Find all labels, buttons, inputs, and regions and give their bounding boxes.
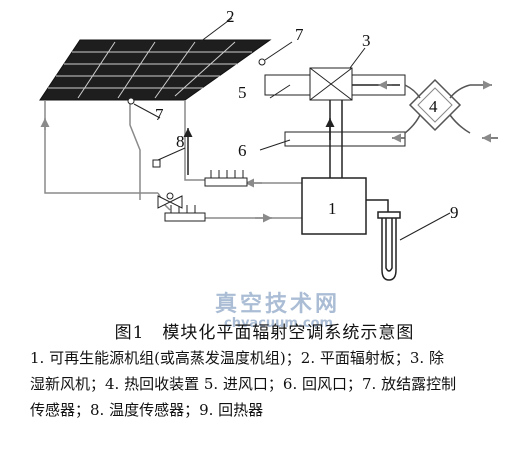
condensation-sensor-panel [127,97,161,119]
manifold-lower [164,205,206,222]
leader-3 [349,47,366,69]
label-4: 4 [429,97,438,116]
legend-line: 传感器；8. 温度传感器；9. 回热器 [30,401,264,419]
legend-line: 1. 可再生能源机组(或高蒸发温度机组)；2. 平面辐射板；3. 除 [30,349,444,367]
label-8: 8 [176,132,185,151]
figure-caption: 图1 模块化平面辐射空调系统示意图 [114,323,415,343]
label-2: 2 [226,7,235,26]
leader-5 [269,84,291,99]
reheater-coil [366,199,401,281]
condensation-sensor-top [258,41,293,66]
vertical-ducts [325,100,343,178]
leader-2 [199,17,233,43]
manifold-upper [204,170,248,187]
temperature-sensor [152,147,186,168]
leader-6 [259,139,291,151]
three-way-valve [157,192,183,209]
label-7-panel: 7 [155,105,164,124]
main-unit-box [301,177,367,235]
label-9: 9 [450,203,459,222]
return-duct [284,131,406,147]
air-arrows [378,80,498,143]
legend-line: 湿新风机；4. 热回收装置 5. 进风口；6. 回风口；7. 放结露控制 [30,375,457,393]
system-diagram: 2 7 3 5 7 4 8 6 1 9 [39,7,498,281]
fresh-air-unit [264,67,406,101]
label-3: 3 [362,31,371,50]
heat-recovery-device [404,78,471,134]
leader-9 [399,212,451,241]
label-7-top: 7 [295,25,304,44]
label-5: 5 [238,83,247,102]
label-1: 1 [328,199,337,218]
watermark-url: chvacuum.com [224,316,334,331]
figure-legend: 1. 可再生能源机组(或高蒸发温度机组)；2. 平面辐射板；3. 除 湿新风机；… [30,345,500,423]
watermark-chinese: 真空技术网 [215,292,341,317]
radiant-panel [39,39,272,101]
label-6: 6 [238,141,247,160]
